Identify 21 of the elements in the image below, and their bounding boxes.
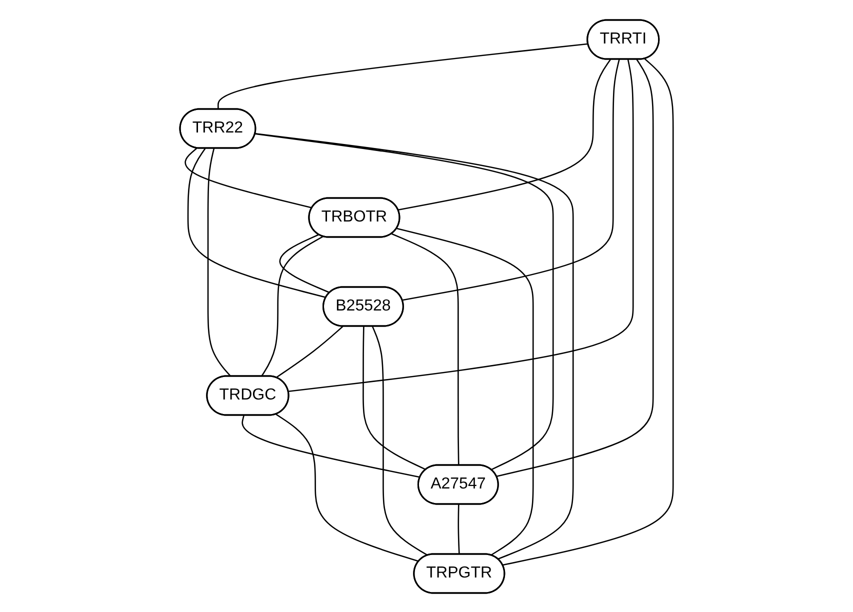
connector: [402, 58, 620, 300]
connector: [391, 232, 460, 465]
connector: [276, 326, 344, 378]
connector: [217, 42, 588, 109]
connector: [255, 132, 574, 560]
connector: [496, 58, 654, 476]
connector: [255, 132, 554, 470]
connector: [362, 326, 426, 470]
connector: [398, 58, 611, 210]
connector: [184, 147, 312, 208]
connector: [396, 227, 534, 556]
connector: [502, 58, 674, 566]
connector: [288, 58, 634, 392]
connector: [276, 413, 420, 562]
connector: [260, 235, 324, 376]
connector: [207, 148, 232, 376]
connector: [279, 234, 330, 293]
connector: [372, 326, 428, 556]
connector: [187, 148, 326, 298]
connector: [242, 414, 420, 478]
connector: [458, 504, 460, 554]
